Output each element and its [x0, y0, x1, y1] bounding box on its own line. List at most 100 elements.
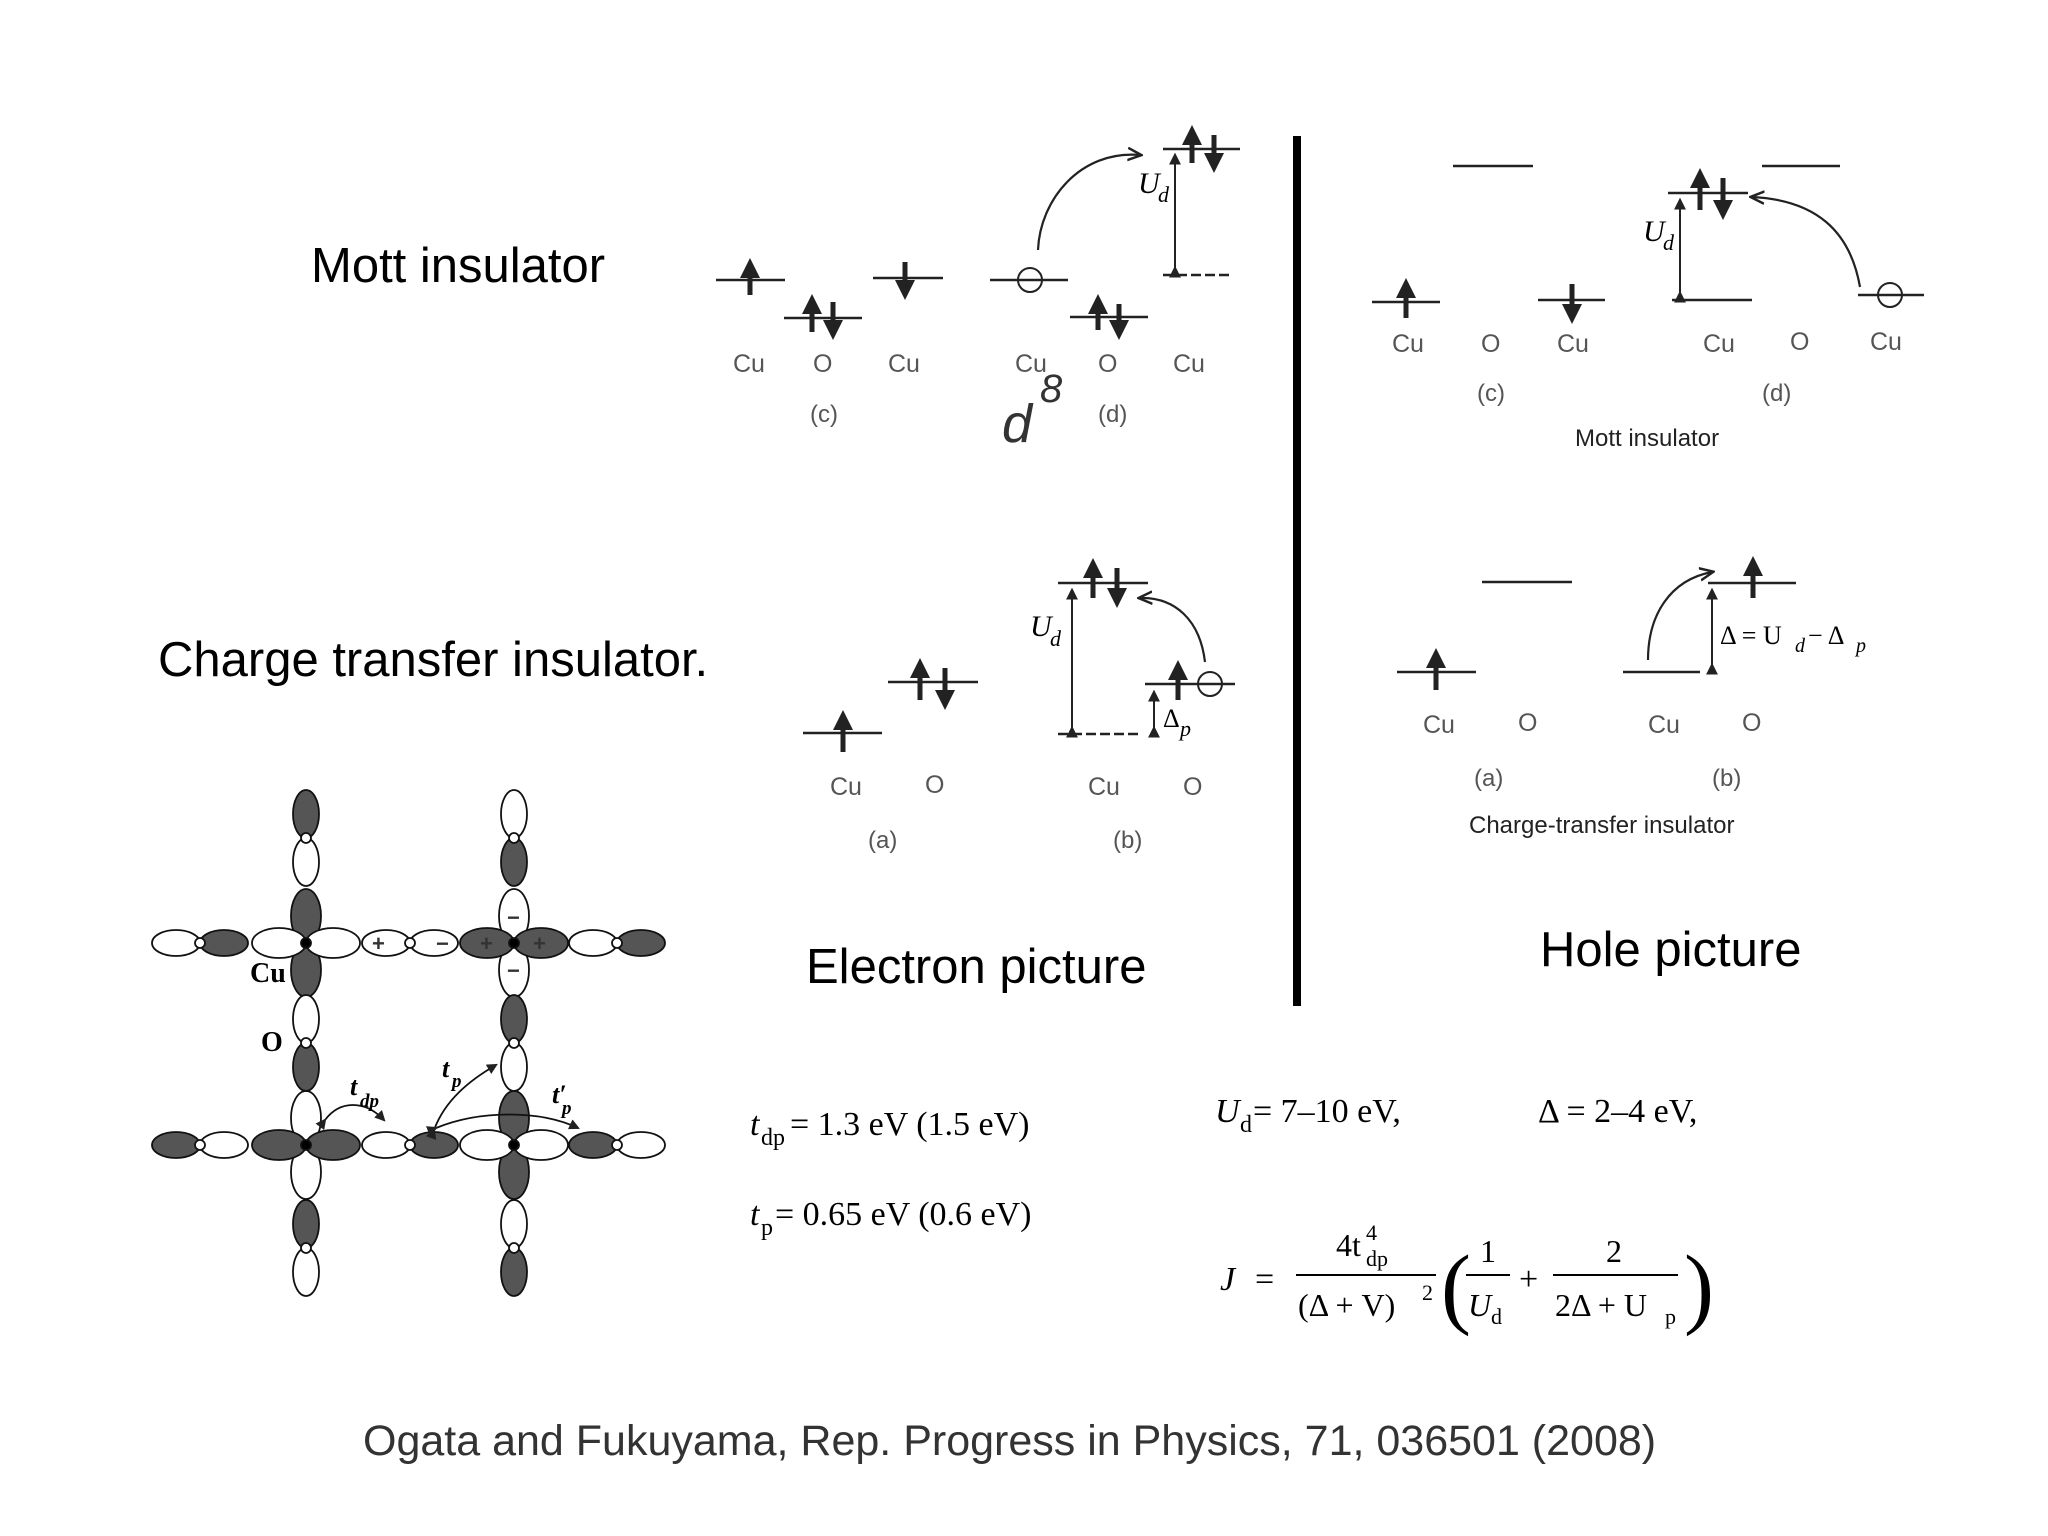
- label-cu: Cu: [1423, 711, 1455, 739]
- label-a: (a): [868, 827, 897, 854]
- label-c: (c): [1477, 380, 1505, 407]
- j-plus: +: [1519, 1261, 1538, 1298]
- tdp-hopping-sub: dp: [360, 1091, 379, 1112]
- o-p-orbital: [500, 1199, 528, 1297]
- label-cu: Cu: [1557, 330, 1589, 358]
- spin-arrows: [740, 258, 915, 340]
- j-numerator-sub: dp: [1366, 1246, 1388, 1271]
- label-cu: Cu: [1870, 328, 1902, 356]
- delta-p-label: Δ: [1163, 704, 1180, 733]
- tprime-hopping-label: t′: [552, 1080, 567, 1109]
- o-p-orbital: [361, 1131, 459, 1159]
- label-a: (a): [1474, 765, 1503, 792]
- spin-arrows: [833, 658, 955, 752]
- j-two-delta: 2Δ + U: [1555, 1287, 1647, 1323]
- label-d: (d): [1762, 380, 1791, 407]
- j-denominator-exp: 2: [1422, 1280, 1433, 1305]
- label-d: (d): [1098, 401, 1127, 428]
- charge-transfer-title: Charge transfer insulator.: [158, 633, 708, 687]
- cu-d-orbital: [251, 1090, 361, 1200]
- label-cu: Cu: [888, 350, 920, 378]
- equations: t dp = 1.3 eV (1.5 eV) t p = 0.65 eV (0.…: [750, 1093, 1714, 1337]
- spin-arrows: [1088, 125, 1224, 340]
- orbital-sign-labels: + − + + − −: [372, 905, 546, 983]
- j-ud: U: [1468, 1287, 1493, 1323]
- label-cu: Cu: [733, 350, 765, 378]
- o-p-orbital: [292, 1199, 320, 1297]
- label-o: O: [813, 350, 832, 378]
- mott-insulator-title: Mott insulator: [311, 239, 605, 293]
- o-p-orbital: [292, 994, 320, 1092]
- j-numerator: 4t: [1336, 1227, 1361, 1263]
- hole-picture-title: Hole picture: [1540, 923, 1801, 977]
- o-p-orbital: [500, 789, 528, 887]
- minus-sign: −: [507, 958, 520, 983]
- plus-sign: +: [372, 931, 385, 956]
- minus-sign: −: [436, 931, 449, 956]
- label-cu: Cu: [1703, 330, 1735, 358]
- label-b: (b): [1712, 765, 1741, 792]
- citation: Ogata and Fukuyama, Rep. Progress in Phy…: [363, 1417, 1656, 1465]
- ud-symbol: U: [1215, 1093, 1242, 1130]
- delta-relation-d-sub: d: [1795, 635, 1806, 657]
- label-o: O: [1098, 350, 1117, 378]
- ud-subscript: d: [1663, 230, 1675, 255]
- tp-hopping-sub: p: [450, 1071, 462, 1092]
- plus-sign: +: [480, 931, 493, 956]
- electron-ct-b-diagram: [1058, 581, 1235, 738]
- tp-subscript: p: [761, 1215, 773, 1241]
- label-cu: Cu: [1015, 350, 1047, 378]
- tprime-hopping-sub: p: [560, 1098, 572, 1119]
- delta-value: Δ = 2–4 eV,: [1538, 1093, 1697, 1130]
- label-o: O: [925, 771, 944, 799]
- ud-value: = 7–10 eV,: [1253, 1093, 1401, 1130]
- electron-ct-a-diagram: [803, 680, 978, 735]
- spin-arrows: [1396, 278, 1582, 324]
- j-ud-sub: d: [1491, 1304, 1502, 1329]
- hole-mott-caption: Mott insulator: [1575, 425, 1719, 452]
- label-cu: Cu: [1088, 773, 1120, 801]
- electron-mott-d-diagram: [990, 149, 1240, 319]
- ud-subscript: d: [1240, 1112, 1252, 1138]
- tp-symbol: t: [750, 1196, 761, 1233]
- o-p-orbital: [568, 1131, 666, 1159]
- j-equals: =: [1255, 1261, 1274, 1298]
- delta-relation-label: Δ = U: [1720, 621, 1782, 650]
- ud-subscript: d: [1050, 626, 1062, 651]
- j-numerator-exp: 4: [1366, 1220, 1377, 1245]
- label-o: O: [1481, 330, 1500, 358]
- lattice-cu-label: Cu: [250, 958, 286, 989]
- lattice-o-label: O: [261, 1027, 283, 1058]
- ud-label: U: [1643, 215, 1667, 248]
- j-up-sub: p: [1665, 1304, 1676, 1329]
- j-left-paren: (: [1441, 1238, 1471, 1337]
- tdp-value: = 1.3 eV (1.5 eV): [790, 1106, 1030, 1143]
- j-two: 2: [1606, 1233, 1622, 1269]
- label-cu: Cu: [1173, 350, 1205, 378]
- plus-sign: +: [533, 931, 546, 956]
- label-c: (c): [810, 401, 838, 428]
- j-one: 1: [1480, 1233, 1496, 1269]
- label-o: O: [1790, 328, 1809, 356]
- handwritten-d8-superscript: 8: [1040, 367, 1063, 411]
- tdp-hopping-label: t: [350, 1072, 358, 1101]
- label-o: O: [1518, 709, 1537, 737]
- ud-subscript: d: [1158, 182, 1170, 207]
- vertical-divider: [1293, 136, 1301, 1006]
- delta-p-subscript: p: [1178, 716, 1191, 741]
- label-o: O: [1183, 773, 1202, 801]
- j-symbol: J: [1220, 1261, 1237, 1298]
- label-cu: Cu: [1392, 330, 1424, 358]
- spin-arrows: [1690, 168, 1733, 220]
- tdp-symbol: t: [750, 1106, 761, 1143]
- delta-relation-minus: − Δ: [1808, 621, 1844, 650]
- j-denominator: (Δ + V): [1298, 1287, 1395, 1323]
- cuo2-lattice-diagram: [151, 789, 666, 1297]
- ud-label: U: [1138, 167, 1162, 200]
- tdp-subscript: dp: [761, 1125, 785, 1151]
- label-cu: Cu: [830, 773, 862, 801]
- o-p-orbital: [568, 929, 666, 957]
- j-right-paren: ): [1684, 1238, 1714, 1337]
- spin-arrows: [1083, 558, 1188, 700]
